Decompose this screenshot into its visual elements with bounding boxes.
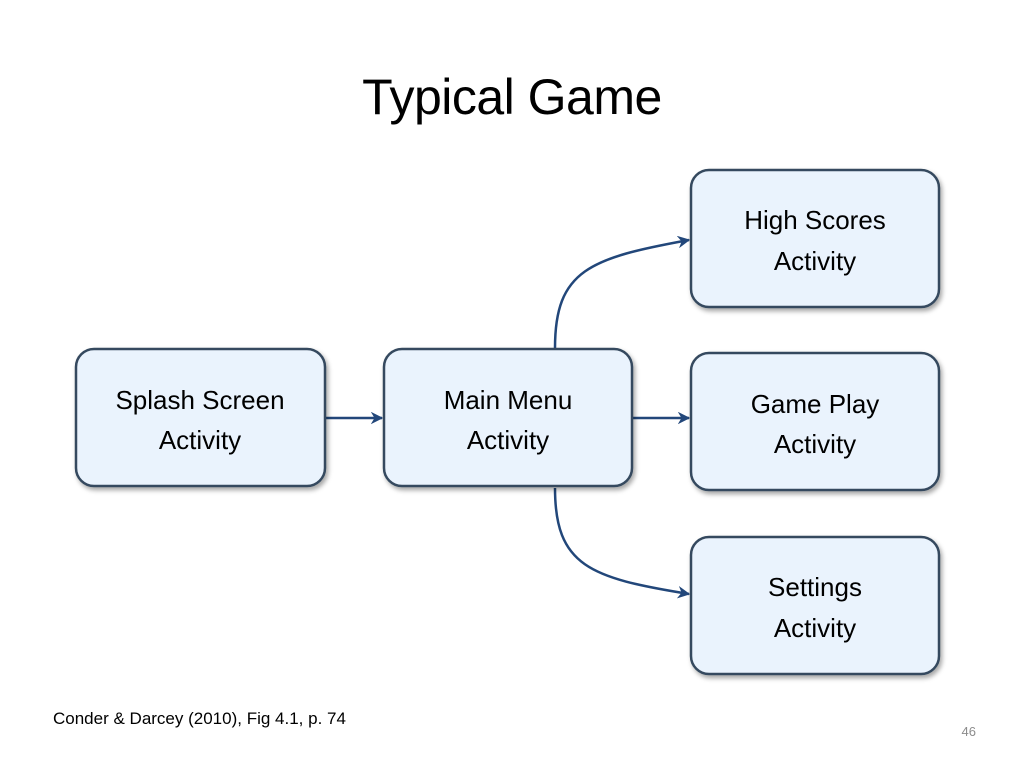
node-label-line2: Activity: [467, 425, 549, 455]
node-settings-activity: Settings Activity: [689, 535, 941, 676]
node-label-line1: High Scores: [744, 205, 886, 235]
node-label-line1: Game Play: [751, 389, 880, 419]
node-label-line1: Settings: [768, 572, 862, 602]
edge-main-menu-to-high-scores: [553, 235, 691, 349]
node-high-scores-activity: High Scores Activity: [689, 168, 941, 309]
page-number: 46: [961, 724, 976, 739]
citation: Conder & Darcey (2010), Fig 4.1, p. 74: [53, 709, 346, 728]
node-splash-screen-activity: Splash Screen Activity: [74, 347, 327, 488]
node-box: [689, 351, 941, 492]
edge-main-menu-to-settings: [553, 487, 691, 599]
node-label-line2: Activity: [774, 429, 856, 459]
node-label-line2: Activity: [159, 425, 241, 455]
node-label-line2: Activity: [774, 246, 856, 276]
node-box: [74, 347, 327, 488]
node-label-line2: Activity: [774, 613, 856, 643]
slide-title: Typical Game: [362, 69, 662, 125]
node-game-play-activity: Game Play Activity: [689, 351, 941, 492]
node-label-line1: Main Menu: [444, 385, 573, 415]
node-box: [382, 347, 634, 488]
node-label-line1: Splash Screen: [115, 385, 284, 415]
node-box: [689, 535, 941, 676]
node-main-menu-activity: Main Menu Activity: [382, 347, 634, 488]
node-box: [689, 168, 941, 309]
